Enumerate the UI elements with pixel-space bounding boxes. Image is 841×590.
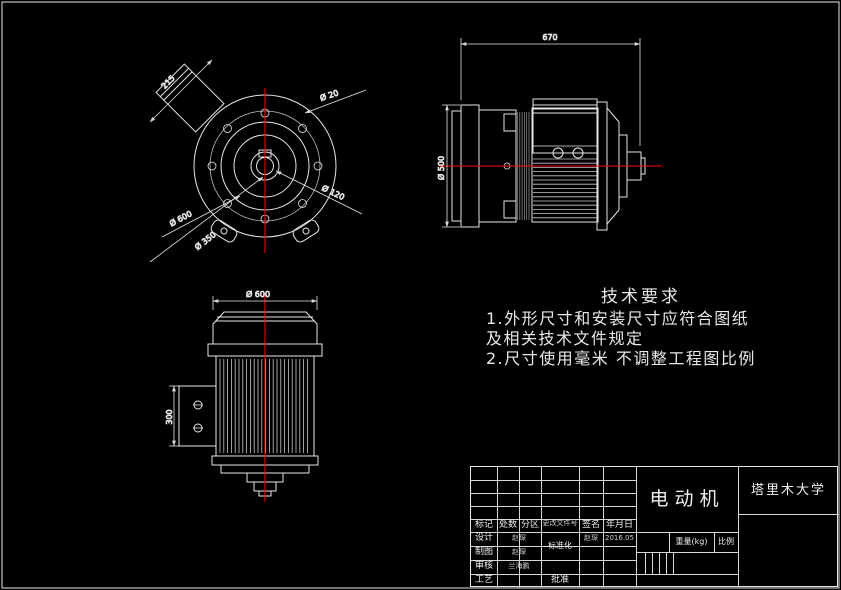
process-label: 工艺 [474, 575, 493, 586]
dim-box-width: 215 [160, 74, 177, 91]
side-view-dimensions: 670 Ø 500 [436, 33, 641, 228]
dim-flange-dia: Ø 600 [168, 208, 194, 228]
part-name: 电动机 [649, 487, 725, 510]
title-block: 标记 处数 分区 更改文件号 签名 年月日 设计 赵琛 标准化 赵琛 2016.… [470, 466, 839, 588]
header-change-doc: 更改文件号 [542, 519, 578, 528]
dim-frame-dia: Ø 500 [436, 156, 446, 180]
draft-name: 赵琛 [512, 548, 526, 557]
dim-bolt-hole: Ø 20 [318, 87, 339, 102]
ear-left [210, 219, 238, 243]
check-label: 审核 [474, 561, 493, 572]
tech-requirements-line3: 2.尺寸使用毫米 不调整工程图比例 [486, 349, 756, 368]
header-zone: 分区 [520, 519, 539, 530]
header-date: 年月日 [605, 519, 633, 530]
side-body-fins [533, 158, 597, 219]
design-label: 设计 [474, 533, 493, 544]
terminal-box-bottom [178, 385, 217, 447]
bottom-view [178, 293, 323, 502]
design-name: 赵琛 [512, 534, 526, 543]
bottom-fins [219, 359, 308, 453]
terminal-box-front [155, 63, 225, 133]
terminal-box-side [532, 98, 598, 159]
scale-label: 比例 [718, 536, 734, 546]
bolt-holes [207, 108, 323, 224]
design-signature: 赵琛 [584, 534, 598, 543]
side-view [438, 98, 662, 231]
standardization-label: 标准化 [548, 540, 572, 550]
header-mark: 标记 [474, 519, 493, 530]
design-date: 2016.05 [605, 534, 634, 543]
tech-requirements-line1: 1.外形尺寸和安装尺寸应符合图纸 [486, 309, 750, 328]
check-name: 兰海鹏 [508, 562, 530, 571]
dim-body-dia: Ø 600 [246, 289, 270, 299]
organization: 塔里木大学 [750, 482, 826, 498]
draft-label: 制图 [474, 547, 493, 558]
tech-requirements-heading: 技术要求 [601, 287, 681, 307]
dim-overall-length: 670 [542, 33, 557, 42]
tech-requirements-line2: 及相关技术文件规定 [486, 329, 644, 348]
weight-label: 重量(kg) [675, 536, 708, 546]
ear-right [292, 219, 320, 243]
header-signature: 签名 [581, 519, 600, 530]
header-qty: 处数 [498, 519, 517, 530]
bottom-view-dimensions: Ø 600 300 [165, 289, 318, 447]
tech-requirements: 技术要求 1.外形尺寸和安装尺寸应符合图纸 及相关技术文件规定 2.尺寸使用毫米… [486, 282, 796, 369]
dim-spigot-dia: Ø 350 [193, 229, 218, 252]
dim-jbox-height: 300 [165, 409, 174, 424]
approve-label: 批准 [550, 575, 569, 586]
front-view [155, 63, 337, 253]
